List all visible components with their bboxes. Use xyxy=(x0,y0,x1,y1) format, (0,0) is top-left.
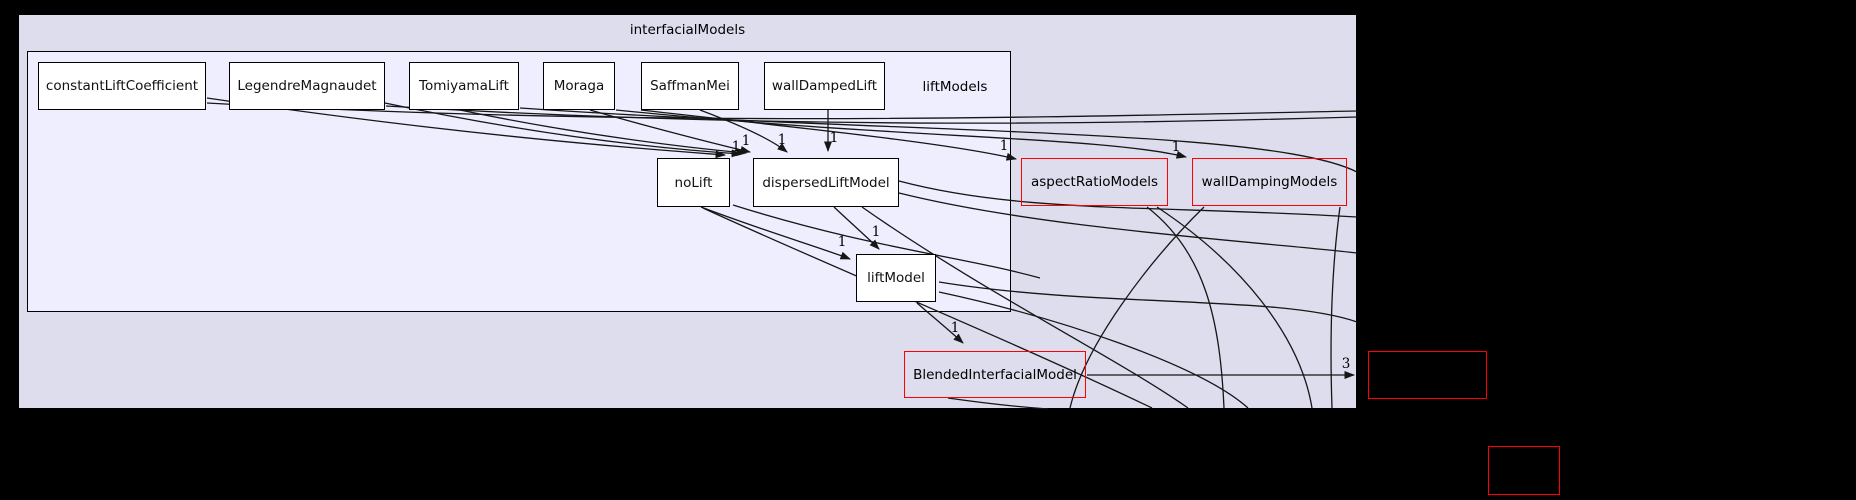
truncated-node-right[interactable] xyxy=(1368,351,1487,399)
node-wallDampedLift[interactable]: wallDampedLift xyxy=(764,62,885,110)
node-TomiyamaLift[interactable]: TomiyamaLift xyxy=(409,62,519,110)
node-BlendedInterfacialModel[interactable]: BlendedInterfacialModel xyxy=(904,351,1086,398)
node-dispersedLiftModel[interactable]: dispersedLiftModel xyxy=(753,158,899,207)
node-aspectRatioModels[interactable]: aspectRatioModels xyxy=(1021,158,1168,206)
node-noLift[interactable]: noLift xyxy=(657,158,730,207)
node-wallDampingModels[interactable]: wallDampingModels xyxy=(1192,158,1347,206)
node-SaffmanMei[interactable]: SaffmanMei xyxy=(641,62,739,110)
truncated-node-bottom[interactable] xyxy=(1488,446,1560,495)
node-Moraga[interactable]: Moraga xyxy=(543,62,615,110)
node-LegendreMagnaudet[interactable]: LegendreMagnaudet xyxy=(229,62,385,110)
node-liftModel[interactable]: liftModel xyxy=(856,254,936,302)
node-constantLiftCoefficient[interactable]: constantLiftCoefficient xyxy=(38,62,206,110)
